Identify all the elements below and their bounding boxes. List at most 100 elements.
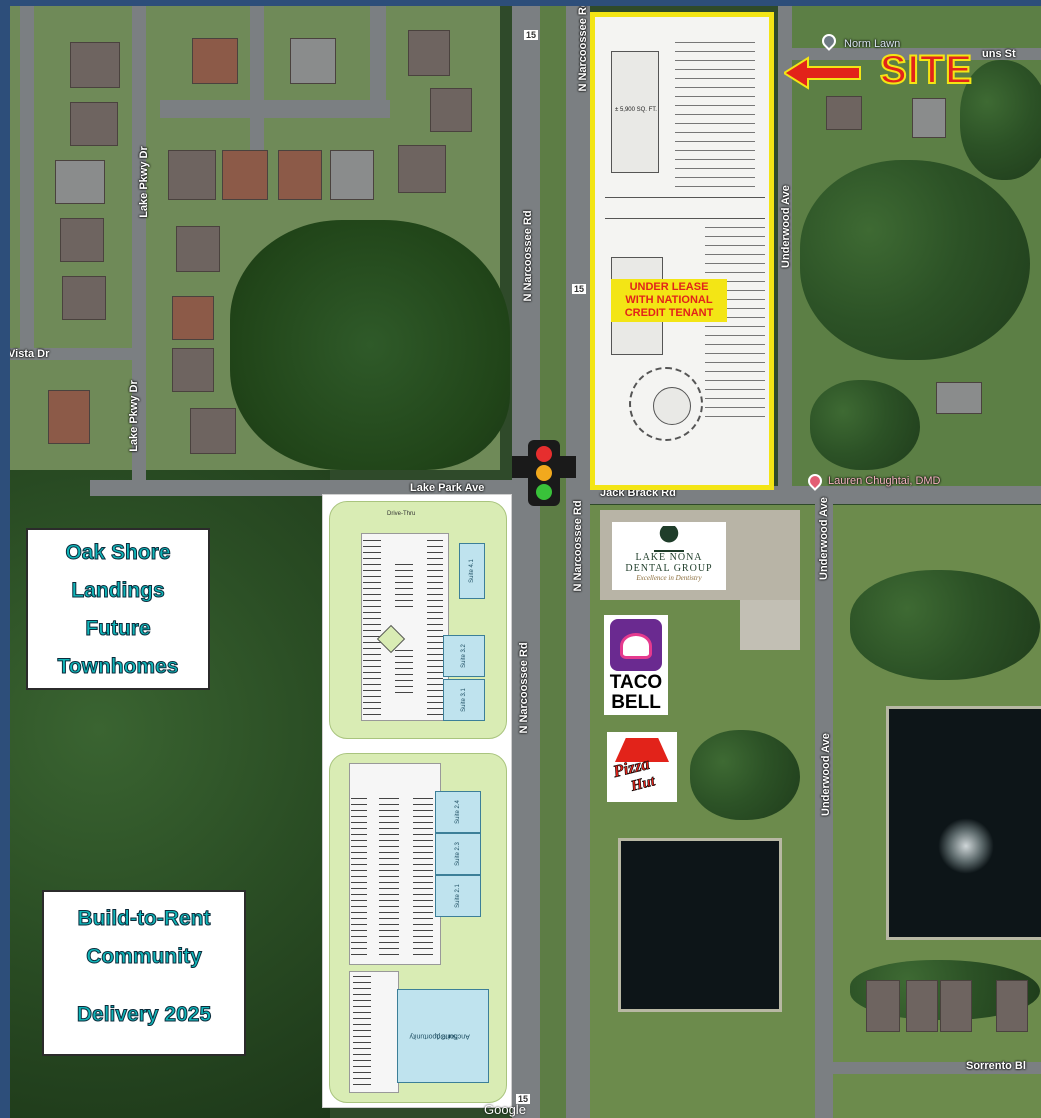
build-to-rent-box: Build-to-Rent Community Delivery 2025: [42, 890, 246, 1056]
n-narcoossee-rd-label: N Narcoossee Rd: [522, 210, 534, 302]
btr-line: Community: [86, 945, 203, 969]
btr-line: [44, 976, 244, 996]
n-narcoossee-rd-southbound: [512, 0, 540, 1118]
lake-pkwy-dr-label: Lake Pkwy Dr: [138, 146, 150, 218]
lease-line: UNDER LEASE: [629, 281, 709, 293]
pizza-hut-logo: Pizza Hut: [607, 732, 677, 802]
route-15-shield: 15: [516, 1094, 531, 1104]
oak-shore-line: Townhomes: [57, 655, 179, 679]
house: [408, 30, 450, 76]
site-building-outline: [611, 51, 659, 173]
parking-stalls: [351, 795, 367, 955]
house: [826, 96, 862, 130]
suite-2-3: Suite 2.3: [435, 833, 481, 875]
site-parking-rows: [675, 37, 755, 187]
suite-3-2: Suite 3.2: [443, 635, 485, 677]
suite-2-1: Suite 2.1: [435, 875, 481, 917]
parking-stalls: [395, 559, 413, 607]
oak-shore-line: Oak Shore: [65, 541, 171, 565]
lease-line: CREDIT TENANT: [624, 307, 714, 319]
neighborhood-street: [160, 100, 390, 118]
suite-3-1: Suite 3.1: [443, 679, 485, 721]
n-narcoossee-rd-northbound: [566, 0, 590, 1118]
house: [290, 38, 336, 84]
oak-shore-line: Future: [85, 617, 151, 641]
dentist-poi-label[interactable]: Lauren Chughtai, DMD: [828, 475, 941, 487]
jack-brack-rd-label: Jack Brack Rd: [600, 487, 676, 499]
site-drive-aisle: [605, 197, 765, 219]
pizza-hut-roof-icon: [615, 738, 669, 762]
house: [398, 145, 446, 193]
house: [70, 102, 118, 146]
tree-cluster: [800, 160, 1030, 360]
tree-cluster: [850, 570, 1040, 680]
frame-top: [0, 0, 1041, 6]
house: [172, 348, 214, 392]
house: [192, 38, 238, 84]
norm-lawn-label[interactable]: Norm Lawn: [844, 38, 901, 50]
lake-nona-dental-logo: LAKE NONA DENTAL GROUP Excellence in Den…: [612, 522, 726, 590]
google-attribution: Google: [484, 1102, 526, 1117]
lake-pkwy-dr-road: [132, 0, 146, 480]
house: [866, 980, 900, 1032]
house: [912, 98, 946, 138]
drive-thru-label: Drive-Thru: [387, 511, 416, 517]
house: [278, 150, 322, 200]
vista-dr-road: [0, 348, 140, 360]
house: [168, 150, 216, 200]
oak-shore-landings-box: Oak Shore Landings Future Townhomes: [26, 528, 210, 690]
site-sqft-label: ± 5,900 SQ. FT.: [615, 107, 657, 113]
sorrento-road: [830, 1062, 1041, 1074]
n-narcoossee-rd-label: N Narcoossee Rd: [572, 500, 584, 592]
route-15-shield: 15: [572, 284, 587, 294]
taco-bell-bell-icon: [610, 619, 662, 671]
suite-4-1: Suite 4.1: [459, 543, 485, 599]
underwood-ave-label: Underwood Ave: [820, 733, 832, 816]
underwood-ave-label: Underwood Ave: [780, 185, 792, 268]
btr-line: Build-to-Rent: [77, 907, 211, 931]
house: [996, 980, 1028, 1032]
parking-stalls: [353, 975, 371, 1085]
site-label: SITE: [879, 47, 973, 93]
vista-dr-label: Vista Dr: [8, 348, 50, 360]
lease-line: WITH NATIONAL: [625, 294, 713, 306]
taco-bell-word: TACO: [609, 672, 663, 693]
house: [48, 390, 90, 444]
n-narcoossee-rd-label: N Narcoossee Rd: [518, 642, 530, 734]
n-narcoossee-rd-label: N Narcoossee Rd: [577, 0, 589, 92]
lake-park-ave-road: [90, 480, 530, 496]
btr-line: Delivery 2025: [76, 1003, 212, 1027]
route-15-shield: 15: [524, 30, 539, 40]
uns-st-label: uns St: [982, 48, 1016, 60]
parking-stalls: [413, 795, 433, 955]
house: [60, 218, 104, 262]
house: [430, 88, 472, 132]
lake-park-ave-label: Lake Park Ave: [410, 482, 485, 494]
suite-2-4: Suite 2.4: [435, 791, 481, 833]
parking-stalls: [427, 535, 443, 715]
house: [55, 160, 105, 204]
dental-name-line: DENTAL GROUP: [625, 563, 713, 574]
house: [940, 980, 972, 1032]
house: [222, 150, 268, 200]
site-parcel-plan[interactable]: ± 5,900 SQ. FT. UNDER LEASE WITH NATIONA…: [590, 12, 774, 490]
house: [70, 42, 120, 88]
house: [330, 150, 374, 200]
parking-stalls: [395, 645, 413, 693]
palm-tree-icon: [654, 526, 684, 552]
sorrento-label: Sorrento Bl: [966, 1060, 1026, 1072]
underwood-ave-south-road: [815, 500, 833, 1118]
house: [172, 296, 214, 340]
house: [62, 276, 106, 320]
dental-tagline: Excellence in Dentistry: [636, 574, 702, 582]
underwood-ave-north-road: [778, 0, 792, 490]
fountain-spray: [938, 818, 994, 874]
frame-left: [0, 0, 10, 1118]
lease-callout: UNDER LEASE WITH NATIONAL CREDIT TENANT: [611, 279, 727, 322]
dental-name-line: LAKE NONA: [635, 552, 703, 563]
commercial-site-plan[interactable]: Drive-Thru Suite 4.1 Suite 3.2 Suite 3.1…: [322, 494, 512, 1108]
house: [190, 408, 236, 454]
arrow-left-icon: [784, 56, 861, 90]
traffic-light-icon: [528, 440, 560, 506]
